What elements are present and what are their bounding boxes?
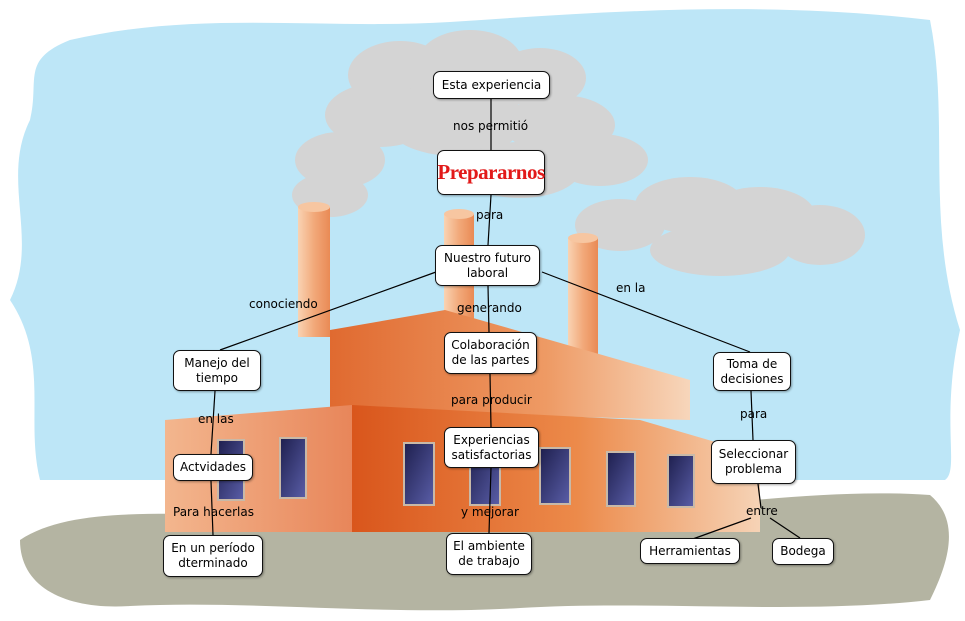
node-experiencias: Experiencias satisfactorias (444, 427, 539, 468)
link-para-hacerlas: Para hacerlas (173, 505, 254, 519)
node-herramientas: Herramientas (640, 538, 740, 564)
node-actividades: Actvidades (173, 454, 253, 481)
smoke-cloud-left (292, 30, 648, 217)
node-ambiente-trabajo: El ambiente de trabajo (446, 533, 532, 575)
node-nuestro-futuro-laboral: Nuestro futuro laboral (435, 245, 540, 286)
link-entre: entre (746, 504, 778, 518)
node-periodo: En un período dterminado (163, 535, 263, 577)
link-para-producir: para producir (451, 393, 532, 407)
node-colaboracion: Colaboración de las partes (444, 332, 537, 374)
connector-lines (210, 99, 801, 541)
link-en-la: en la (616, 281, 646, 295)
smoke-cloud-right (575, 177, 865, 276)
link-conociendo: conociendo (249, 297, 318, 311)
node-esta-experiencia: Esta experiencia (433, 71, 550, 99)
node-prepararnos: Prepararnos (437, 150, 545, 195)
link-para-right: para (740, 407, 768, 421)
link-nos-permitio: nos permitió (453, 119, 529, 133)
node-seleccionar-problema: Seleccionar problema (711, 440, 796, 484)
node-bodega: Bodega (772, 538, 834, 565)
node-toma-decisiones: Toma de decisiones (713, 352, 791, 391)
node-manejo-tiempo: Manejo del tiempo (173, 350, 261, 391)
link-para-top: para (476, 208, 504, 222)
link-y-mejorar: y mejorar (461, 505, 519, 519)
link-en-las: en las (198, 412, 234, 426)
link-generando: generando (457, 301, 522, 315)
